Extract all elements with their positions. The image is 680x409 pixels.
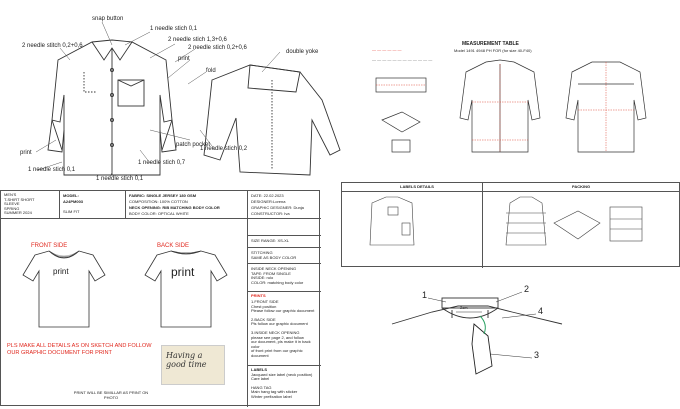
sheet-divider-1 [59,191,60,219]
stitching-value: SAME AS BODY COLOR [251,254,297,260]
sheet-row-line-5 [247,365,321,366]
callout-stitch-left: 1 needle stich 0,1 [28,167,76,173]
labels-size: Jacquard size label (neck position) [251,371,313,377]
sheet-designer: DESIGNER:Lorena [251,199,286,204]
callout-stitch-07: 1 needle stich 0,7 [138,160,186,166]
stitching-title: STITCHING [251,250,273,255]
sheet-date: DATE: 22.02.2023 [251,193,284,198]
header-line-1: MEN'S [4,192,17,197]
packing-header-row [342,183,680,192]
sheet-row-line-3 [247,263,321,264]
prints-line-12: document [251,352,269,358]
measurement-title: MEASUREMENT TABLE [462,41,519,47]
print-note: PRINT WILL BE SIMILLAR AS PRINT ON PHOTO [73,390,149,400]
instruction-text: PLS MAKE ALL DETAILS AS ON SKETCH AND FO… [7,343,152,356]
stitching-block: STITCHING SAME AS BODY COLOR [251,250,297,260]
back-side-label: BACK SIDE [157,243,190,249]
inside-neck-color: COLOR: matching body color [251,279,304,285]
measure-note-2: — — — — — — — — — — — — [372,57,433,62]
print-back: print [171,265,195,279]
prints-line-10: our document, pls make it in back color [251,339,311,349]
neck-opening: NECK OPENING: RIB MATCHING BODY COLOR [129,205,220,210]
sheet-row-line-2 [247,247,321,248]
sheet-header [1,191,321,219]
callout-stitch-13: 2 needle stich 1,3+0,6 [168,37,227,43]
prints-line-3: Please follow our graphic document [251,308,315,314]
sheet-graphic-designer: GRAPHIC DESIGNER: Dunja [251,205,304,210]
header-line-3: SLEEVE [4,201,20,207]
prints-line-5: 2.BACK SIDE [251,316,276,322]
tech-sheet: MEN'S T-SHIRT SHORT SLEEVE SPRING SUMMER… [0,190,321,407]
hangtag-winter: Winter prefixation label [251,393,292,399]
fabric: FABRIC: SINGLE JERSEY 180 GSM [129,193,197,198]
inside-neck-tape: TAPE: FROM SINGLE [251,270,291,276]
prints-line-11: of front print from our graphic [251,348,303,354]
model-label: MODEL: [63,193,79,198]
neck-dimension: 2cm [460,305,468,310]
measurement-sketch [375,59,647,153]
print-photo: Having a good time [161,345,225,385]
inside-neck-title: INSIDE NECK OPENING [251,266,297,271]
header-line-5: SUMMER 2024 [4,210,32,216]
inside-neck-inside: INSIDE: rulo [251,275,274,281]
callout-print: print [178,56,190,62]
packing-col-labels: LABELS DETAILS [400,184,434,189]
callout-stitch-top: 1 needle stich 0,1 [150,26,198,32]
prints-title: PRINTS [251,293,266,298]
sheet-constructor: CONSTRUCTOR: Iva [251,211,290,216]
callout-fold: fold [206,68,216,74]
measurement-subtitle: Model 1491 4948 PH FOR (for size 40-F40) [454,48,532,53]
neck-callout-2: 2 [524,284,530,294]
callout-stitch-02: 1 needle stich 0,2 [200,146,248,152]
neck-callout-1: 1 [422,290,428,300]
prints-line-6: Pls follow our graphic document [251,321,308,327]
body-color: BODY COLOR: OPTICAL WHITE [129,211,189,216]
shirt-sketch [35,21,341,179]
prints-line-9: please see page 2, and follow [251,334,304,340]
labels-title: LABELS [251,367,267,372]
neck-detail-sketch [391,291,563,375]
packing-divider [482,183,483,268]
packing-sketch [369,196,643,246]
packing-col-packing: PACKING [572,184,591,189]
callout-stitch-bottom: 1 needle stich 0,1 [96,176,144,182]
prints-line-8: 3.INSIDE NECK OPENING [251,329,300,335]
header-line-4: SPRING [4,205,20,211]
header-category: MEN'S T-SHIRT SHORT SLEEVE SPRING SUMMER… [4,192,35,216]
neck-detail-panel: 1 2 4 3 2cm [391,284,572,406]
callout-print-left: print [20,150,32,156]
composition: COMPOSITION: 100% COTTON [129,199,188,204]
measure-note: — — — — — — [372,47,402,52]
header-line-2: T-SHIRT SHORT [4,196,35,202]
front-side-label: FRONT SIDE [31,243,68,249]
sheet-row-line-1 [247,235,321,236]
prints-line-1: 1.FRONT SIDE [251,299,279,304]
prints-line-2: Chest position [251,303,277,309]
neck-callout-4: 4 [538,306,544,316]
inside-neck-block: INSIDE NECK OPENING TAPE: FROM SINGLE IN… [251,266,304,285]
callout-stitch-left-2needle: 2 needle stitch 0,2+0,6 [22,43,83,49]
labels-care: Care label [251,376,270,382]
shirt-drawing-panel: snap button 1 needle stich 0,1 2 needle … [0,0,341,185]
hangtag-main: Main hang tag with sticker [251,389,298,395]
size-range: SIZE RANGE: XS-XL [251,238,290,243]
prints-body: 1.FRONT SIDE Chest position Please follo… [251,299,319,359]
callout-stitch-right-2needle: 2 needle stich 0,2+0,6 [188,45,247,51]
measurement-panel: — — — — — — — — — — — — — — — — — — MEAS… [362,40,662,160]
model-value: A24PM003 [63,199,84,204]
hangtag-title: HANG TAG [251,384,272,390]
callout-patch-pocket: patch pocket [176,142,211,148]
print-front: print [53,267,69,276]
callout-double-yoke: double yoke [286,49,319,55]
packing-panel: LABELS DETAILS PACKING [341,182,680,268]
fit: SLIM FIT [63,209,80,214]
sheet-divider-3 [247,191,248,407]
script-print-text: Having a good time [166,351,207,369]
callout-snap-button: snap button [92,16,124,22]
labels-block: LABELS Jacquard size label (neck positio… [251,367,319,400]
sheet-row-line-4 [247,291,321,292]
tshirt-sketch [22,250,228,328]
neck-callout-3: 3 [534,350,540,360]
sheet-divider-2 [125,191,126,219]
